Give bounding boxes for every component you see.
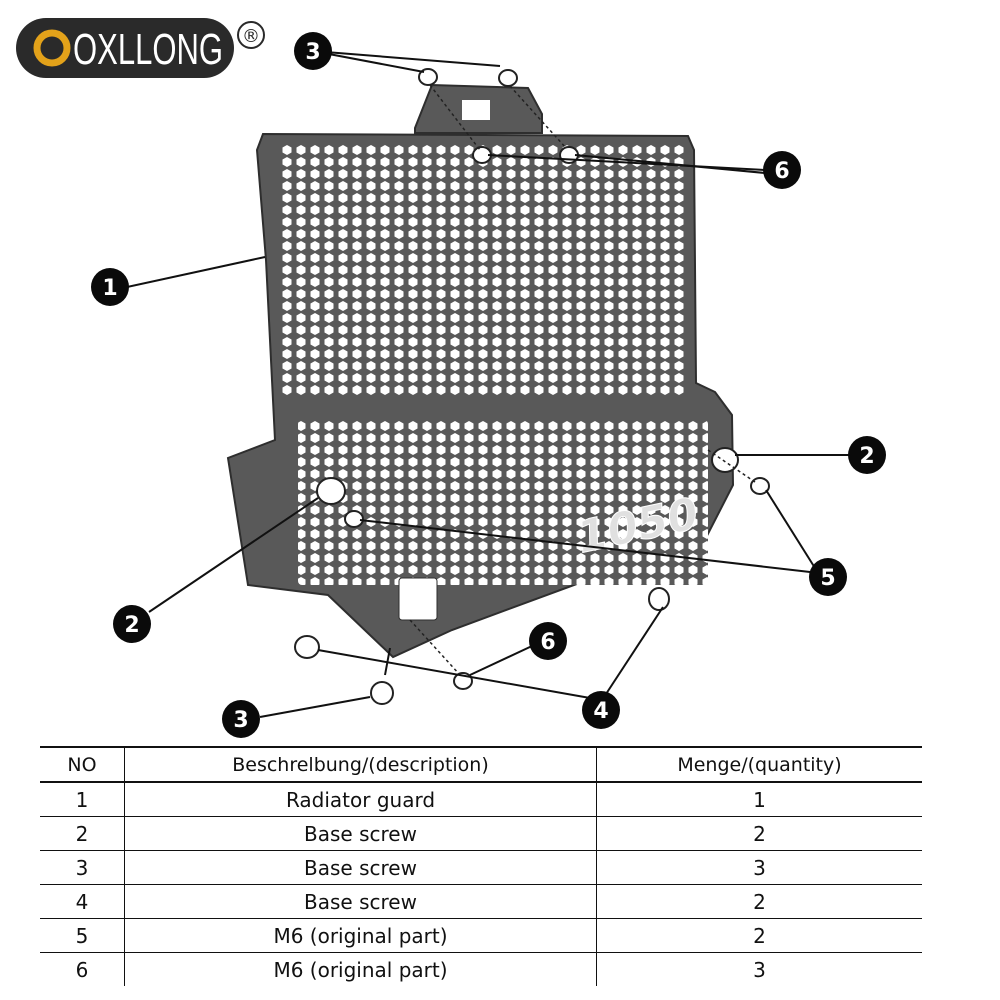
cell-no: 2 — [40, 816, 125, 851]
callout-3-bottom: 3 — [222, 700, 260, 738]
brand-logo: OXLLONG ® — [16, 18, 265, 78]
center-slot — [398, 577, 438, 621]
radiator-guard: 1050 — [226, 83, 735, 659]
logo-badge — [16, 18, 234, 78]
cell-no: 6 — [40, 952, 125, 986]
cell-quantity: 2 — [596, 884, 922, 919]
parts-table: NO Beschrelbung/(description) Menge/(qua… — [40, 746, 922, 986]
washer-icon — [418, 68, 438, 86]
upper-honeycomb-mesh — [278, 145, 684, 395]
cell-no: 1 — [40, 782, 125, 817]
leader-lines — [126, 50, 849, 718]
cell-description: Base screw — [124, 884, 597, 919]
cell-description: Radiator guard — [124, 782, 597, 817]
svg-text:2: 2 — [859, 444, 874, 469]
callout-2-left: 2 — [113, 605, 151, 643]
cell-description: M6 (original part) — [124, 918, 597, 953]
svg-text:3: 3 — [305, 40, 320, 65]
lower-honeycomb-mesh — [298, 420, 708, 585]
callout-1: 1 — [91, 268, 129, 306]
assembly-lines — [409, 84, 756, 676]
cell-quantity: 3 — [753, 957, 766, 982]
washer-icon — [711, 447, 739, 473]
table-row: 6 M6 (original part) 3 — [40, 952, 922, 986]
cell-description: Base screw — [124, 850, 597, 885]
callout-6-top: 6 — [763, 151, 801, 189]
svg-text:4: 4 — [593, 699, 608, 724]
cell-no: 3 — [40, 850, 125, 885]
callout-3-top: 3 — [294, 32, 332, 70]
registered-mark: ® — [242, 26, 260, 47]
svg-text:6: 6 — [774, 159, 789, 184]
callout-6-bottom: 6 — [529, 622, 567, 660]
header-description: Beschrelbung/(description) — [124, 746, 597, 783]
callout-5: 5 — [809, 558, 847, 596]
bracket-slot — [462, 100, 490, 120]
screw-head-icon — [750, 477, 770, 495]
exploded-parts-diagram: OXLLONG ® 1050 — [16, 18, 886, 738]
svg-text:5: 5 — [820, 566, 835, 591]
logo-text: OXLLONG — [73, 25, 223, 74]
svg-text:1: 1 — [102, 276, 117, 301]
cell-description: Base screw — [124, 816, 597, 851]
table-row: 2 Base screw 2 — [40, 816, 922, 851]
screw-head-icon — [344, 510, 364, 528]
callout-2-right: 2 — [848, 436, 886, 474]
cell-no: 4 — [40, 884, 125, 919]
washer-icon — [294, 635, 320, 659]
table-header-row: NO Beschrelbung/(description) Menge/(qua… — [40, 746, 922, 783]
hardware-parts — [294, 68, 770, 705]
svg-text:2: 2 — [124, 613, 139, 638]
washer-icon — [648, 587, 670, 611]
header-no: NO — [40, 746, 125, 783]
washer-icon — [316, 477, 346, 505]
registered-circle — [237, 21, 265, 49]
washer-icon — [498, 69, 518, 87]
cell-quantity: 3 — [596, 850, 922, 885]
table-row: 4 Base screw 2 — [40, 884, 922, 919]
table-row: 5 M6 (original part) 2 — [40, 918, 922, 953]
callout-4: 4 — [582, 691, 620, 729]
table-row: 1 Radiator guard 1 — [40, 782, 922, 817]
cell-quantity: 1 — [596, 782, 922, 817]
cell-quantity: 2 — [596, 918, 922, 953]
cell-no: 5 — [40, 918, 125, 953]
washer-icon — [370, 681, 394, 705]
cell-quantity: 2 — [596, 816, 922, 851]
svg-text:6: 6 — [540, 630, 555, 655]
header-quantity: Menge/(quantity) — [596, 746, 922, 783]
cell-description: M6 (original part) — [124, 952, 597, 986]
logo-ring-icon — [33, 29, 71, 67]
svg-text:3: 3 — [233, 708, 248, 733]
table-row: 3 Base screw 3 — [40, 850, 922, 885]
